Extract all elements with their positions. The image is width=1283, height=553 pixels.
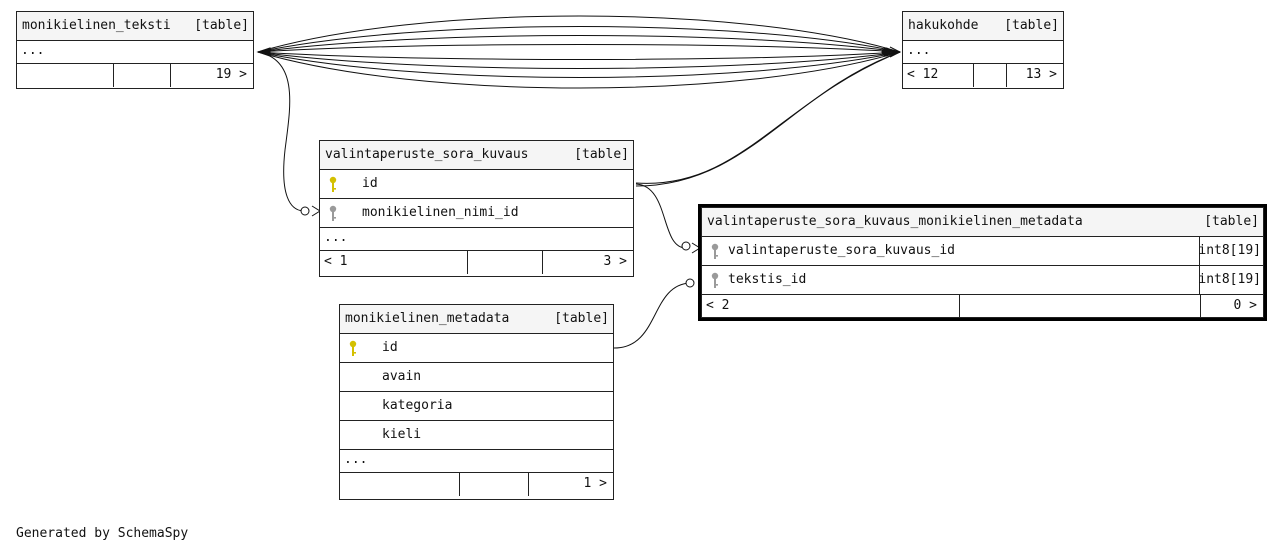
- table-name: monikielinen_teksti: [22, 18, 171, 33]
- column-row[interactable]: id: [340, 334, 613, 363]
- table-monikielinen-metadata[interactable]: monikielinen_metadata [table] id avain k…: [339, 304, 614, 500]
- children-count[interactable]: 13 >: [1025, 67, 1057, 82]
- relationship-metadata-linktable: [613, 282, 691, 349]
- table-type: [table]: [554, 311, 609, 326]
- table-valintaperuste-sora-kuvaus[interactable]: valintaperuste_sora_kuvaus [table] id mo…: [319, 140, 634, 277]
- junction-dot-hakukohde: [881, 47, 891, 57]
- optional-marker-link-2: [685, 278, 695, 288]
- relationship-teksti-hakukohde-3: [257, 35, 901, 53]
- children-count[interactable]: 1 >: [583, 476, 607, 491]
- children-count[interactable]: 19 >: [215, 67, 247, 82]
- table-name: hakukohde: [908, 18, 979, 33]
- column-type: int8[19]: [1198, 272, 1261, 287]
- foreign-key-icon: [711, 272, 719, 288]
- parents-count[interactable]: < 1: [324, 254, 348, 269]
- table-type: [table]: [574, 147, 629, 162]
- foreign-key-icon: [329, 205, 337, 221]
- table-name: valintaperuste_sora_kuvaus_monikielinen_…: [707, 214, 1083, 229]
- ellipsis: ...: [344, 452, 368, 467]
- table-type: [table]: [1004, 18, 1059, 33]
- children-count[interactable]: 3 >: [603, 254, 627, 269]
- column-name: avain: [382, 369, 422, 384]
- column-name: id: [362, 176, 378, 191]
- table-header: valintaperuste_sora_kuvaus_monikielinen_…: [702, 208, 1263, 237]
- table-type: [table]: [194, 18, 249, 33]
- table-type: [table]: [1204, 214, 1259, 229]
- relationship-teksti-hakukohde-8: [257, 51, 901, 89]
- children-count[interactable]: 0 >: [1233, 298, 1257, 313]
- optional-marker-sora: [300, 206, 310, 216]
- crowfoot-hakukohde: [889, 46, 902, 58]
- foreign-key-icon: [711, 243, 719, 259]
- column-name: kieli: [382, 427, 422, 442]
- column-row[interactable]: avain: [340, 363, 613, 392]
- parents-count[interactable]: < 12: [907, 67, 939, 82]
- relationship-sora-linktable: [635, 183, 687, 249]
- column-row[interactable]: valintaperuste_sora_kuvaus_id int8[19]: [702, 237, 1263, 266]
- table-footer: < 2 0 >: [702, 295, 1263, 318]
- table-footer: < 1 3 >: [320, 251, 633, 274]
- table-header: monikielinen_metadata [table]: [340, 305, 613, 334]
- relationship-teksti-sora: [257, 51, 304, 212]
- more-columns: ...: [17, 41, 253, 64]
- table-monikielinen-teksti[interactable]: monikielinen_teksti [table] ... 19 >: [16, 11, 254, 89]
- parents-count[interactable]: < 2: [706, 298, 730, 313]
- table-header: monikielinen_teksti [table]: [17, 12, 253, 41]
- more-columns: ...: [320, 228, 633, 251]
- ellipsis: ...: [324, 230, 348, 245]
- column-row[interactable]: id: [320, 170, 633, 199]
- more-columns: ...: [340, 450, 613, 473]
- relationship-teksti-hakukohde-2: [257, 26, 901, 53]
- table-header: valintaperuste_sora_kuvaus [table]: [320, 141, 633, 170]
- ellipsis: ...: [21, 43, 45, 58]
- generated-by-credit: Generated by SchemaSpy: [16, 526, 189, 541]
- relationship-teksti-hakukohde-4: [257, 44, 901, 53]
- table-footer: 19 >: [17, 64, 253, 87]
- column-row[interactable]: kieli: [340, 421, 613, 450]
- table-footer: 1 >: [340, 473, 613, 496]
- more-columns: ...: [903, 41, 1063, 64]
- column-row[interactable]: kategoria: [340, 392, 613, 421]
- column-name: monikielinen_nimi_id: [362, 205, 519, 220]
- column-type: int8[19]: [1198, 243, 1261, 258]
- column-name: valintaperuste_sora_kuvaus_id: [728, 243, 955, 258]
- optional-marker-link-1: [681, 241, 691, 251]
- relationship-sora-hakukohde-1: [635, 51, 901, 184]
- junction-dot-left: [256, 47, 271, 57]
- column-row[interactable]: monikielinen_nimi_id: [320, 199, 633, 228]
- relationship-teksti-hakukohde-1: [257, 15, 901, 53]
- table-name: monikielinen_metadata: [345, 311, 510, 326]
- table-name: valintaperuste_sora_kuvaus: [325, 147, 529, 162]
- ellipsis: ...: [907, 43, 931, 58]
- relationship-teksti-hakukohde-5: [257, 51, 901, 60]
- primary-key-icon: [329, 176, 337, 192]
- table-valintaperuste-sora-kuvaus-monikielinen-metadata[interactable]: valintaperuste_sora_kuvaus_monikielinen_…: [698, 204, 1267, 321]
- column-name: kategoria: [382, 398, 453, 413]
- column-name: id: [382, 340, 398, 355]
- relationship-sora-hakukohde-2: [635, 51, 901, 187]
- relationship-teksti-hakukohde-7: [257, 51, 901, 78]
- table-footer: < 12 13 >: [903, 64, 1063, 87]
- primary-key-icon: [349, 340, 357, 356]
- table-header: hakukohde [table]: [903, 12, 1063, 41]
- relationship-teksti-hakukohde-6: [257, 51, 901, 69]
- column-row[interactable]: tekstis_id int8[19]: [702, 266, 1263, 295]
- column-name: tekstis_id: [728, 272, 807, 287]
- table-hakukohde[interactable]: hakukohde [table] ... < 12 13 >: [902, 11, 1064, 89]
